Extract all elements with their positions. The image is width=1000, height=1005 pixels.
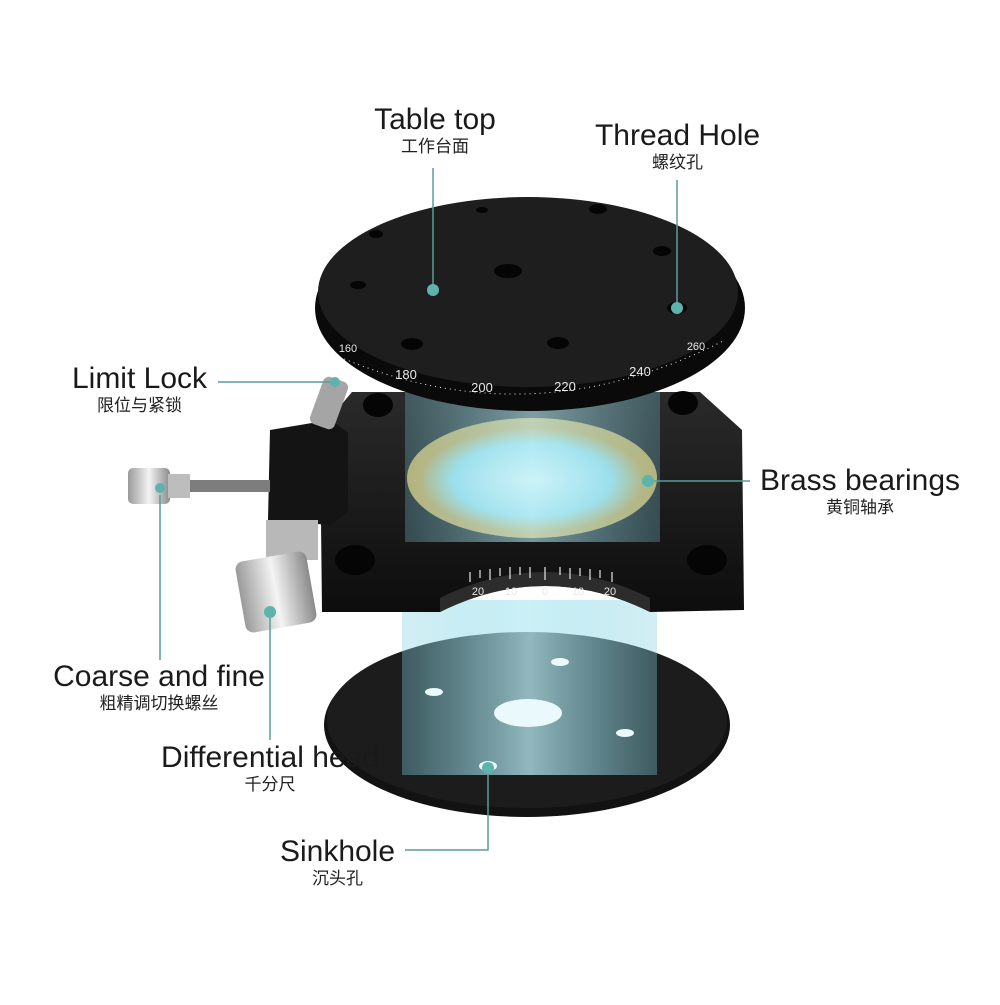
mount-hole: [547, 337, 569, 349]
top-scale-label: 200: [471, 380, 493, 395]
top-scale-label: 260: [687, 341, 705, 353]
label-sinkhole-en: Sinkhole: [279, 835, 396, 868]
label-limit-lock-en: Limit Lock: [71, 362, 208, 395]
mount-hole: [425, 688, 443, 696]
adjuster-block: [268, 420, 348, 525]
top-scale-label: 220: [554, 379, 576, 394]
base-scale-label: 10: [505, 586, 517, 598]
center-hole: [494, 699, 562, 727]
label-thread-hole: Thread Hole 螺纹孔: [585, 119, 770, 173]
label-brass-bearings: Brass bearings 黄铜轴承: [752, 464, 968, 518]
label-brass-bearings-zh: 黄铜轴承: [826, 498, 894, 517]
callout-dot: [330, 377, 340, 387]
callout-lines: [159, 168, 750, 851]
label-coarse-fine-en: Coarse and fine: [53, 660, 265, 693]
mount-hole: [476, 207, 488, 213]
label-coarse-fine-zh: 粗精调切换螺丝: [99, 694, 219, 713]
top-scale-label: 160: [339, 343, 357, 355]
mount-hole: [551, 658, 569, 666]
base-scale-label: 0: [542, 586, 548, 598]
corner-hole: [668, 391, 698, 415]
mount-hole: [369, 230, 383, 238]
table-top: 160 180 200 220 240 260: [315, 197, 745, 411]
label-limit-lock: Limit Lock 限位与紧锁: [62, 362, 217, 416]
limit-lock-screw: [309, 376, 349, 430]
callout-dot: [427, 284, 439, 296]
corner-hole: [335, 545, 375, 575]
light-beam-upper: [405, 392, 660, 542]
label-sinkhole-zh: 沉头孔: [312, 869, 363, 888]
corner-hole: [687, 545, 727, 575]
mount-hole: [589, 204, 607, 214]
base-scale-label: 20: [472, 586, 484, 598]
light-beam-lower: [402, 600, 657, 775]
callout-dot: [155, 483, 165, 493]
label-table-top-en: Table top: [374, 103, 496, 136]
micrometer-assembly: [128, 376, 349, 633]
mount-hole: [653, 246, 671, 256]
mount-hole: [401, 338, 423, 350]
top-scale-label: 180: [395, 367, 417, 382]
base-scale-label: 20: [604, 586, 616, 598]
bottom-plate: [324, 600, 730, 817]
base-scale-label: 10: [572, 586, 584, 598]
top-scale-ticks: [334, 339, 726, 395]
top-scale-label: 240: [629, 364, 651, 379]
label-differential-head-zh: 千分尺: [244, 775, 296, 794]
label-limit-lock-zh: 限位与紧锁: [97, 396, 182, 415]
base-scale-ticks: [469, 567, 613, 582]
callout-dot: [642, 475, 654, 487]
label-table-top: Table top 工作台面: [360, 103, 510, 157]
mount-hole: [350, 281, 366, 289]
adjust-screw-rod: [190, 480, 270, 492]
label-coarse-fine: Coarse and fine 粗精调切换螺丝: [42, 660, 276, 714]
corner-hole: [363, 393, 393, 417]
label-differential-head-en: Differential head: [161, 741, 379, 774]
label-differential-head: Differential head 千分尺: [147, 741, 393, 795]
callout-dot: [264, 606, 276, 618]
label-sinkhole: Sinkhole 沉头孔: [270, 835, 405, 889]
label-thread-hole-zh: 螺纹孔: [652, 153, 703, 172]
center-thread-hole: [494, 264, 522, 278]
label-thread-hole-en: Thread Hole: [594, 119, 761, 152]
micrometer-thimble: [235, 551, 317, 633]
callout-dot: [671, 302, 683, 314]
label-table-top-zh: 工作台面: [401, 137, 469, 156]
callout-dot: [482, 762, 494, 774]
label-brass-bearings-en: Brass bearings: [759, 464, 961, 497]
callout-dots: [155, 284, 683, 774]
mount-hole: [616, 729, 634, 737]
callout-line-sinkhole: [405, 770, 489, 851]
